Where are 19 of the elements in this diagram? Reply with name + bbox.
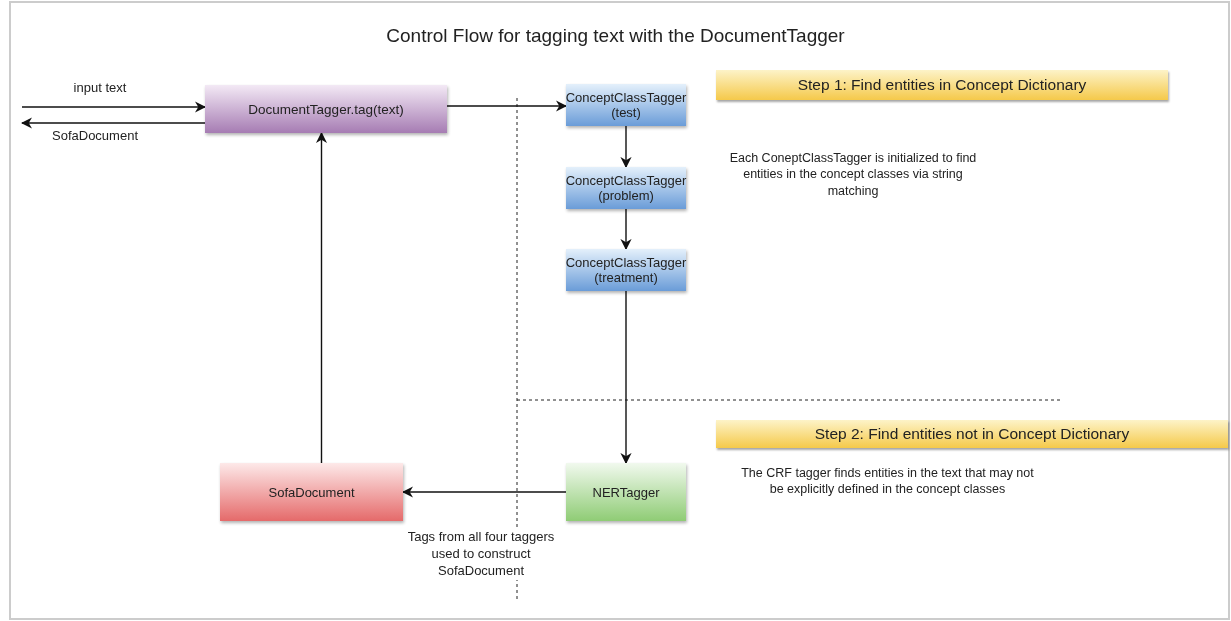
process-box: ConceptClassTagger (treatment) [566,249,686,291]
arrow [620,290,632,465]
arrow [20,117,206,129]
note-text: Each ConeptClassTagger is initialized to find entities in the concept classes via string matching [728,150,978,199]
arrow [620,208,632,251]
arrow [446,100,568,112]
process-box: DocumentTagger.tag(text) [205,85,447,133]
diagram-title: Control Flow for tagging text with the DocumentTagger [385,24,846,48]
arrow [21,101,207,113]
process-box: SofaDocument [220,463,403,521]
process-box: ConceptClassTagger (problem) [566,167,686,209]
step-banner: Step 1: Find entities in Concept Dictionary [716,70,1168,100]
step-banner: Step 2: Find entities not in Concept Dictionary [716,420,1228,448]
process-box: ConceptClassTagger (test) [566,84,686,126]
arrow [315,131,328,464]
note-text: The CRF tagger finds entities in the text that may not be explicitly defined in the concept classes [740,465,1035,498]
edge-label: Tags from all four taggers used to construct SofaDocument [407,529,555,580]
arrow [620,125,632,169]
process-box: NERTagger [566,463,686,521]
